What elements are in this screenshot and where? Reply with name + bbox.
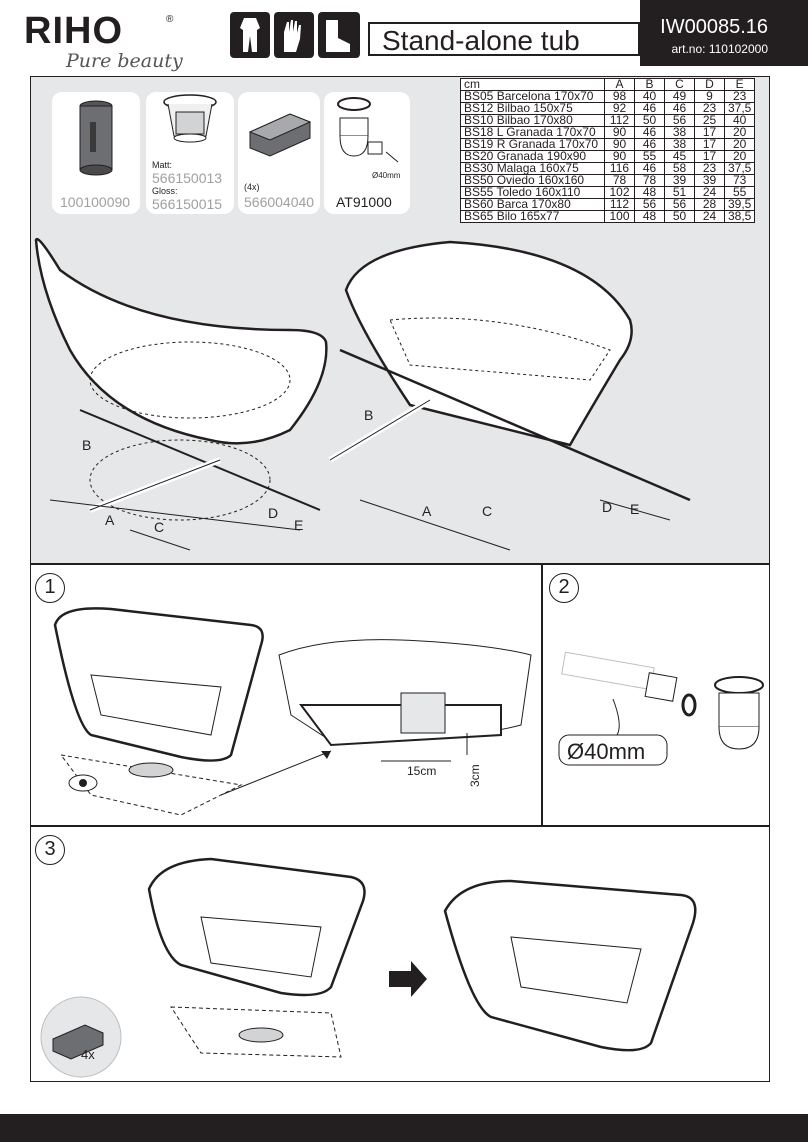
- document-title: Stand-alone tub: [382, 25, 580, 56]
- step-number: 1: [35, 573, 65, 603]
- matt-code: 566150013: [152, 170, 223, 186]
- click-clack-plug-icon: [163, 94, 217, 143]
- trap-dimension: Ø40mm: [372, 171, 401, 180]
- dim-label-a: A: [105, 512, 115, 528]
- document-id: IW00085.16: [660, 16, 768, 38]
- safety-boot-icon: [318, 12, 360, 58]
- table-cell: 39: [664, 174, 695, 187]
- header: RIHO ® Pure beauty Stand-alone tub IW000…: [0, 0, 808, 72]
- part-code: AT91000: [336, 194, 392, 210]
- table-cell: 50: [664, 210, 695, 223]
- title-box: Stand-alone tub: [368, 22, 640, 56]
- shim-quantity: (4x): [244, 182, 260, 192]
- step-3-panel: 3 4x: [30, 826, 770, 1082]
- matt-label: Matt:: [152, 160, 173, 170]
- part-code: 566004040: [244, 194, 315, 210]
- article-number-value: 110102000: [708, 42, 768, 56]
- table-cell: 46: [634, 138, 665, 151]
- wedge-shim-icon: [248, 113, 312, 157]
- step-2-diagram: Ø40mm: [558, 651, 764, 766]
- table-cell: BS30 Malaga 160x75: [460, 162, 605, 175]
- table-cell: 37,5: [723, 102, 756, 115]
- clearance-horizontal: 15cm: [407, 764, 436, 778]
- table-cell: 112: [604, 114, 635, 127]
- table-cell: 24: [694, 186, 725, 199]
- table-cell: 55: [723, 186, 756, 199]
- table-cell: 100: [604, 210, 635, 223]
- clearance-vertical: 3cm: [468, 764, 482, 787]
- brand-tagline: Pure beauty: [66, 50, 183, 72]
- table-cell: 55: [634, 150, 665, 163]
- table-cell: 20: [723, 126, 756, 139]
- table-cell: 58: [664, 162, 695, 175]
- table-cell: 23: [723, 90, 756, 103]
- table-cell: 40: [634, 90, 665, 103]
- table-cell: 48: [634, 210, 665, 223]
- document-number-block: IW00085.16 art.no: 110102000: [640, 0, 808, 66]
- gloves-icon: [274, 12, 314, 58]
- drain-trap-icon: Ø40mm: [337, 97, 401, 180]
- dim-label-d: D: [602, 499, 612, 515]
- table-cell: 39,5: [723, 198, 756, 211]
- rectangular-tub-diagram: [328, 240, 691, 551]
- table-cell: BS65 Bilo 165x77: [460, 210, 605, 223]
- article-number: art.no: 110102000: [671, 42, 768, 56]
- table-cell: BS18 L Granada 170x70: [460, 126, 605, 139]
- part-card-extension: 100100090: [52, 92, 140, 214]
- step-2-panel: 2 Ø40mm: [542, 564, 770, 826]
- dim-label-e: E: [630, 501, 639, 517]
- dim-label-d: D: [268, 505, 278, 521]
- registered-mark: ®: [166, 14, 174, 25]
- part-card-shim: (4x) 566004040: [238, 92, 320, 214]
- shim-quantity: 4x: [81, 1047, 95, 1062]
- next-arrow-icon: [389, 961, 427, 997]
- gloss-label: Gloss:: [152, 186, 178, 196]
- dim-label-c: C: [482, 503, 492, 519]
- dim-label-b: B: [82, 437, 91, 453]
- dim-label-c: C: [154, 519, 164, 535]
- eye-icon: [68, 774, 98, 792]
- safety-equipment-icons: [230, 12, 360, 58]
- gloss-code: 566150015: [152, 196, 223, 212]
- overview-diagrams: A B C D E A B C D E: [34, 237, 691, 551]
- overall-icon: [230, 12, 270, 58]
- part-card-plug: Matt: 566150013 Gloss: 566150015: [146, 92, 234, 214]
- footer-bar: [0, 1114, 808, 1142]
- table-header: E: [723, 78, 756, 91]
- step-number: 2: [549, 573, 579, 603]
- table-cell: 73: [723, 174, 756, 187]
- dim-label-b: B: [364, 407, 373, 423]
- table-cell: 17: [694, 150, 725, 163]
- step-number: 3: [35, 835, 65, 865]
- article-number-label: art.no:: [671, 42, 706, 56]
- step-1-panel: 1 15cm 3cm: [30, 564, 542, 826]
- step-3-diagram: 4x: [40, 857, 697, 1078]
- step-1-diagram: 15cm 3cm: [53, 607, 532, 816]
- brand-logo: RIHO: [24, 10, 123, 52]
- part-card-trap: Ø40mm AT91000: [324, 92, 410, 214]
- pipe-size: Ø40mm: [567, 739, 645, 764]
- wedge-shim-icon: [40, 996, 122, 1078]
- table-cell: 90: [604, 150, 635, 163]
- part-code: 100100090: [60, 194, 131, 210]
- dim-label-a: A: [422, 503, 432, 519]
- oval-tub-diagram: [34, 237, 328, 551]
- dim-label-e: E: [294, 517, 303, 533]
- table-cell: 24: [694, 210, 725, 223]
- extension-tube-icon: [79, 100, 113, 176]
- table-cell: 40: [723, 114, 756, 127]
- table-cell: 38,5: [723, 210, 756, 223]
